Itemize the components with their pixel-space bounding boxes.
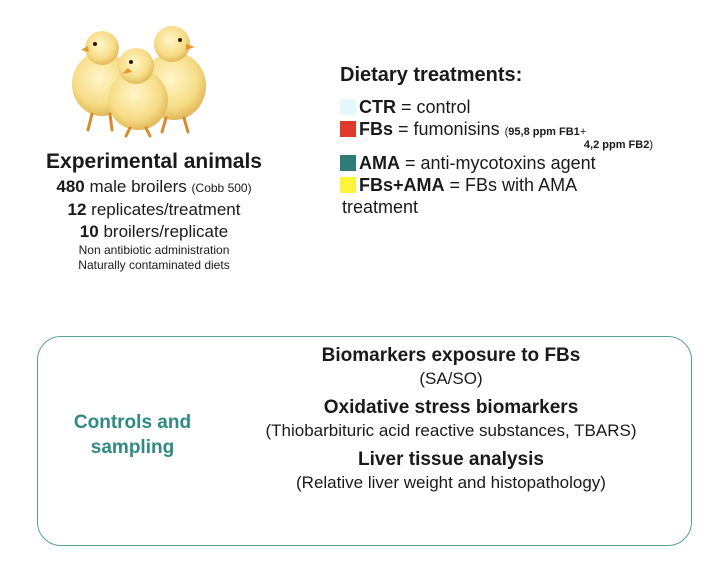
section-heading-liver: Liver tissue analysis <box>358 449 544 470</box>
replicates-text: replicates/treatment <box>91 200 241 219</box>
animals-note-antibiotic: Non antibiotic administration <box>78 243 230 257</box>
per-replicate-text: broilers/replicate <box>103 222 229 241</box>
treatment-desc-continued: treatment <box>342 197 419 217</box>
animals-note-diets: Naturally contaminated diets <box>78 258 230 272</box>
per-replicate-count: 10 <box>79 222 99 241</box>
animals-line-per-replicate: 10 broilers/replicate <box>0 221 308 243</box>
chicks-illustration-icon <box>72 26 206 138</box>
legend-swatch-ctr <box>340 99 356 115</box>
fumonisin-detail-fb2: 4,2 ppm FB2) <box>583 139 653 151</box>
controls-sampling-panel <box>37 336 692 546</box>
treatment-desc: = fumonisins <box>398 119 500 139</box>
treatment-desc: = anti-mycotoxins agent <box>405 153 596 173</box>
treatment-desc: = control <box>401 97 471 117</box>
broilers-strain: (Cobb 500) <box>191 181 252 195</box>
fumonisin-detail: (95,8 ppm FB1+ <box>504 126 587 138</box>
dietary-treatments-block: Dietary treatments: CTR = control FBs = … <box>340 62 710 218</box>
treatment-fbs: FBs = fumonisins (95,8 ppm FB1+ <box>340 118 710 143</box>
broilers-count: 480 <box>56 177 85 196</box>
animals-line-replicates: 12 replicates/treatment <box>0 199 308 221</box>
fb2-dose: 4,2 ppm FB2 <box>583 139 650 151</box>
treatment-desc: = FBs with AMA <box>449 175 578 195</box>
replicates-count: 12 <box>67 200 87 219</box>
section-detail-oxidative: (Thiobarbituric acid reactive substances… <box>265 421 637 440</box>
treatment-fbs-ama: FBs+AMA = FBs with AMA <box>340 174 710 196</box>
treatment-code: CTR <box>359 97 396 117</box>
section-heading-oxidative: Oxidative stress biomarkers <box>323 397 579 418</box>
treatment-ctr: CTR = control <box>340 96 710 118</box>
diet-title: Dietary treatments: <box>340 64 523 86</box>
legend-swatch-fbs-ama <box>340 177 356 193</box>
treatment-code: AMA <box>359 153 400 173</box>
legend-swatch-ama <box>340 155 356 171</box>
fb1-dose: 95,8 ppm FB1 <box>508 126 580 138</box>
treatment-ama: AMA = anti-mycotoxins agent <box>340 152 710 174</box>
animals-line-broilers: 480 male broilers (Cobb 500) <box>0 176 308 199</box>
legend-swatch-fbs <box>340 121 356 137</box>
controls-sampling-content: Biomarkers exposure to FBs (SA/SO) Oxida… <box>225 344 677 500</box>
section-heading-biomarkers: Biomarkers exposure to FBs <box>321 345 581 366</box>
experimental-animals-block: Experimental animals 480 male broilers (… <box>0 148 308 273</box>
section-detail-biomarkers: (SA/SO) <box>419 369 483 388</box>
controls-sampling-label: Controls and sampling <box>73 412 192 458</box>
section-detail-liver: (Relative liver weight and histopatholog… <box>296 473 606 492</box>
treatment-code: FBs+AMA <box>359 175 445 195</box>
treatment-code: FBs <box>359 119 394 139</box>
animals-title: Experimental animals <box>46 150 262 173</box>
broilers-text: male broilers <box>89 177 187 196</box>
